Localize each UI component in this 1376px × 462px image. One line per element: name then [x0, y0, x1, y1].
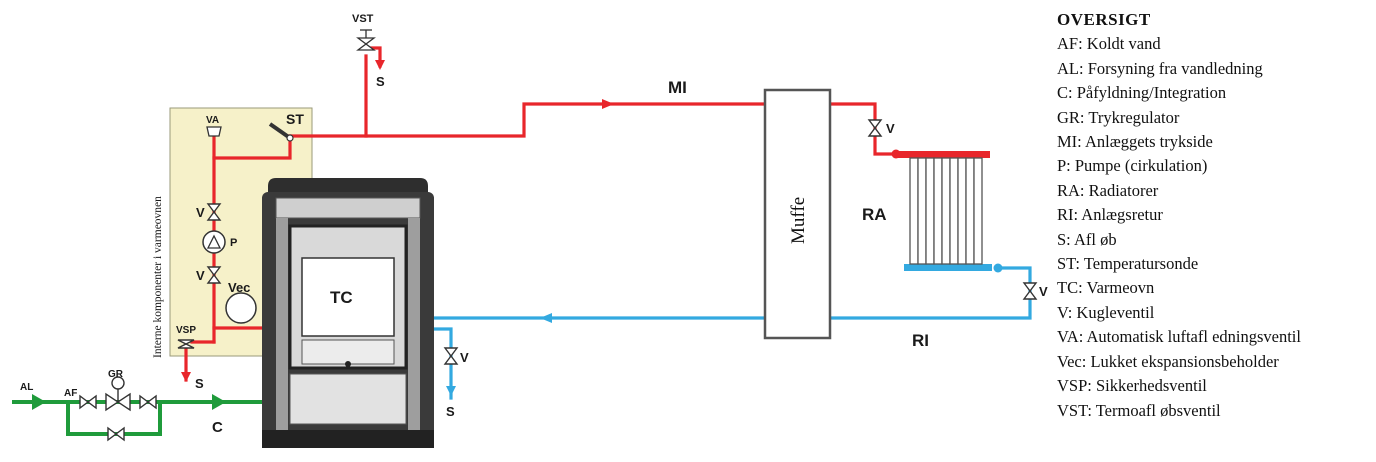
- label-ri: RI: [912, 331, 929, 350]
- st-probe-joint: [286, 134, 294, 142]
- radiator-bottom-bar: [904, 264, 992, 271]
- bypass-valve-icon: [107, 426, 125, 442]
- legend-item: S: Afl øb: [1057, 229, 1117, 249]
- green-valves: [79, 376, 157, 442]
- c-arrow: [212, 394, 226, 410]
- stove-plinth: [262, 430, 434, 448]
- legend-item: VST: Termoafl øbsventil: [1057, 400, 1221, 420]
- legend-item: AL: Forsyning fra vandledning: [1057, 58, 1263, 78]
- v-pump-top-icon: [206, 203, 222, 221]
- legend: OVERSIGT AF: Koldt vand AL: Forsyning fr…: [1057, 8, 1373, 423]
- legend-item: ST: Temperatursonde: [1057, 254, 1199, 274]
- label-vec: Vec: [228, 280, 250, 295]
- legend-item: VA: Automatisk luftafl edningsventil: [1057, 327, 1301, 347]
- label-s-vsp: S: [195, 376, 204, 391]
- label-v-drain: V: [460, 350, 469, 365]
- legend-item: AF: Koldt vand: [1057, 34, 1161, 54]
- label-af: AF: [64, 388, 77, 399]
- radiator-top-bar: [898, 151, 990, 158]
- stove-tc: [262, 178, 434, 448]
- label-c: C: [212, 419, 223, 436]
- label-al: AL: [20, 382, 33, 393]
- label-mi: MI: [668, 78, 687, 97]
- stove-ash-drawer: [301, 339, 395, 365]
- legend-item: RA: Radiatorer: [1057, 180, 1159, 200]
- legend-item: P: Pumpe (cirkulation): [1057, 156, 1208, 176]
- stove-handle: [345, 361, 351, 367]
- radiator-ra: [891, 149, 1003, 273]
- legend-item: C: Påfyldning/Integration: [1057, 83, 1227, 103]
- stove-side-right: [408, 218, 420, 430]
- supply-flow-arrow: [602, 99, 614, 109]
- legend-item: TC: Varmeovn: [1057, 278, 1155, 298]
- pump-arrow: [206, 234, 222, 249]
- muffe-label: Muffe: [788, 197, 809, 244]
- al-arrow: [32, 394, 46, 410]
- label-v-pump-top: V: [196, 205, 205, 220]
- return-drain-arrow: [446, 386, 456, 396]
- legend-item: GR: Trykregulator: [1057, 107, 1180, 127]
- label-va: VA: [206, 115, 219, 126]
- after-gr-valve-icon: [139, 394, 157, 410]
- vst-drain-arrow: [375, 60, 385, 70]
- water-main-pipes: [12, 400, 264, 436]
- vsp-valve-icon: [177, 339, 195, 349]
- legend-item: VSP: Sikkerhedsventil: [1057, 376, 1207, 396]
- label-p: P: [230, 237, 237, 249]
- v-pump-bottom-icon: [206, 266, 222, 284]
- label-ra: RA: [862, 205, 887, 224]
- vec-vessel-icon: [225, 292, 257, 324]
- legend-title: OVERSIGT: [1057, 10, 1151, 29]
- radiator-fins: [909, 157, 983, 265]
- legend-item: MI: Anlæggets trykside: [1057, 132, 1213, 152]
- stove-side-left: [276, 218, 288, 430]
- stove-glass: [301, 257, 395, 337]
- legend-item: RI: Anlægsretur: [1057, 205, 1163, 225]
- legend-item: V: Kugleventil: [1057, 302, 1155, 322]
- label-gr: GR: [108, 369, 124, 380]
- return-pipe-radiator: [828, 266, 1032, 320]
- label-s-drain: S: [446, 404, 455, 419]
- label-vst: VST: [352, 13, 374, 25]
- label-vsp: VSP: [176, 325, 196, 336]
- radiator-return-dot: [993, 263, 1003, 273]
- muffe-box: [763, 88, 832, 340]
- internal-valves: [177, 203, 222, 349]
- vst-valve-icon: [356, 29, 376, 51]
- label-v-rad-bottom: V: [1039, 284, 1048, 299]
- stove-base: [289, 373, 407, 425]
- stove-top: [268, 178, 428, 192]
- stove-top-panel: [275, 197, 421, 219]
- supply-pipe-internal-top: [212, 134, 292, 160]
- af-valve-icon: [79, 394, 97, 410]
- label-s-top: S: [376, 74, 385, 89]
- label-tc: TC: [330, 288, 353, 307]
- v-rad-top-icon: [867, 119, 883, 137]
- st-probe-icon: [268, 122, 292, 140]
- legend-item: Vec: Lukket ekspansionsbeholder: [1057, 351, 1279, 371]
- va-vent-icon: [206, 126, 222, 137]
- supply-pipe-main: [288, 102, 767, 138]
- return-pipe-drain: [430, 327, 453, 400]
- return-flow-arrow: [540, 313, 552, 323]
- pump-icon: [202, 230, 226, 254]
- v-drain-icon: [443, 347, 459, 365]
- v-rad-bottom-icon: [1022, 282, 1038, 300]
- label-v-rad-top: V: [886, 121, 895, 136]
- return-pipes: [430, 266, 1032, 400]
- gr-gauge-icon: [111, 376, 125, 390]
- label-v-pump-bottom: V: [196, 268, 205, 283]
- vsp-drain-arrow: [181, 372, 191, 382]
- label-st: ST: [286, 111, 304, 127]
- radiator-supply-dot: [891, 149, 901, 159]
- internal-components-label: Interne komponenter i varmeovnen: [152, 196, 164, 358]
